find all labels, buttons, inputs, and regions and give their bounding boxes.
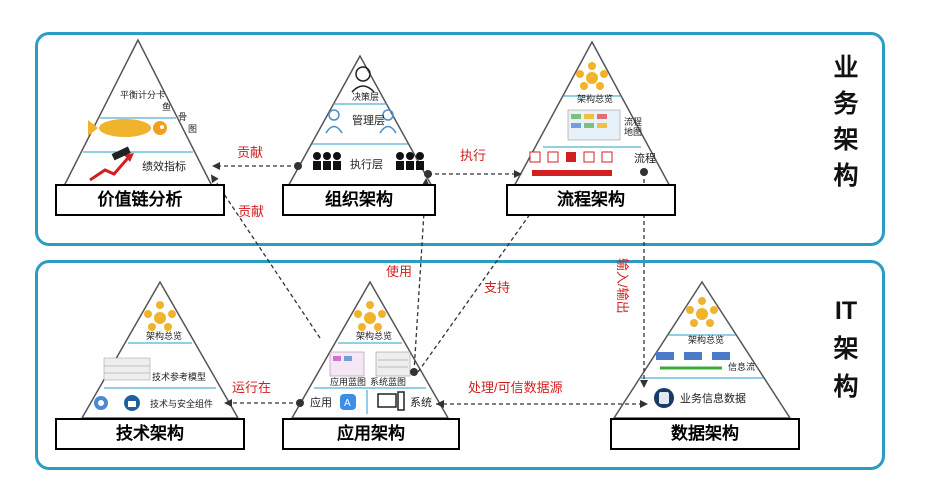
org-text-decision: 决策层: [352, 91, 379, 102]
app-text-sys-blueprint: 系统蓝图: [370, 376, 406, 387]
management-people-icon: [325, 109, 397, 134]
overview-tree-icon: [576, 62, 608, 90]
it-architecture-panel: [35, 260, 885, 470]
technology-label: 技术架构: [55, 418, 245, 450]
app-overview-tree-icon: [354, 301, 386, 331]
data-text-business-data: 业务信息数据: [680, 391, 746, 405]
value-text-bone: 骨: [178, 112, 187, 122]
business-title-text: 业务架构: [833, 54, 859, 190]
app-text-app: 应用: [310, 395, 332, 409]
value-text-kpi: 绩效指标: [142, 159, 186, 173]
label-use: 使用: [386, 264, 412, 279]
svg-text:A: A: [344, 398, 351, 409]
it-architecture-title: IT架构: [822, 292, 870, 406]
system-blueprint-icon: [375, 351, 411, 377]
pyramid-technology: 架构总览 技术参考模型 技术与安全组件: [80, 280, 240, 419]
process-label: 流程架构: [506, 184, 676, 216]
pyramid-process: 架构总览 流程 地图 流程: [510, 40, 674, 191]
connector-execute: [424, 170, 522, 178]
tech-text-overview: 架构总览: [146, 330, 182, 341]
it-title-text: IT架构: [833, 297, 859, 401]
organization-label-text: 组织架构: [325, 190, 393, 209]
connector-support: [417, 198, 542, 373]
org-text-execution: 执行层: [350, 157, 383, 171]
label-support: 支持: [484, 280, 510, 295]
pyramid-data: 架构总览 信息流 业务信息数据: [612, 280, 792, 419]
process-map-icon: [567, 109, 621, 141]
org-text-management: 管理层: [352, 113, 385, 127]
technology-label-text: 技术架构: [116, 424, 184, 443]
gear-icon: [94, 396, 108, 410]
data-label-text: 数据架构: [671, 424, 739, 443]
tech-text-reference: 技术参考模型: [152, 371, 206, 382]
business-architecture-title: 业务架构: [826, 50, 866, 194]
label-contribute-top: 贡献: [237, 145, 263, 160]
execution-people-icon: [313, 152, 424, 170]
app-text-app-blueprint: 应用蓝图: [330, 376, 366, 387]
business-architecture-panel: [35, 32, 885, 246]
data-text-overview: 架构总览: [688, 334, 724, 345]
connector-runs-on: [224, 399, 304, 407]
label-processing: 处理/可信数据源: [468, 380, 563, 395]
kpi-chart-icon: [89, 146, 134, 182]
process-text-process: 流程: [634, 151, 656, 165]
label-input-output: 输入/输出: [615, 258, 630, 314]
tech-overview-tree-icon: [144, 301, 176, 331]
app-text-overview: 架构总览: [356, 330, 392, 341]
pyramid-application: A 架构总览 应用蓝图 系统蓝图 应用 系统: [290, 280, 450, 419]
application-label-text: 应用架构: [337, 424, 405, 443]
tech-reference-model-icon: [103, 357, 151, 381]
lock-icon: [124, 395, 140, 411]
data-overview-tree-icon: [686, 297, 718, 327]
connector-use: [410, 178, 430, 376]
info-flow-icon: [656, 352, 730, 370]
label-runs-on: 运行在: [232, 380, 271, 395]
process-flow-icon: [529, 151, 613, 176]
pyramid-value-chain: 平衡计分卡 鱼 骨 图 绩效指标: [60, 38, 216, 191]
tech-text-components: 技术与安全组件: [150, 398, 213, 409]
fishbone-icon: [88, 119, 167, 137]
connector-processing: [436, 400, 648, 408]
decision-person-icon: [351, 66, 375, 93]
application-label: 应用架构: [282, 418, 460, 450]
process-text-overview: 架构总览: [577, 93, 613, 104]
pyramid-organization: 决策层 管理层 执行层: [284, 54, 436, 191]
connector-contribute-top: [212, 162, 302, 170]
data-text-info-flow: 信息流: [728, 361, 755, 372]
database-icon: [654, 388, 674, 408]
value-text-chart: 图: [188, 124, 197, 134]
computer-icon: [377, 391, 405, 411]
label-execute: 执行: [460, 148, 486, 163]
value-text-bsc: 平衡计分卡: [120, 89, 165, 100]
organization-label: 组织架构: [282, 184, 436, 216]
process-label-text: 流程架构: [557, 190, 625, 209]
process-text-map: 地图: [624, 126, 642, 137]
app-store-icon: A: [340, 394, 356, 410]
app-blueprint-icon: [329, 351, 365, 377]
value-chain-label: 价值链分析: [55, 184, 225, 216]
value-text-fish: 鱼: [162, 101, 171, 112]
label-contribute-left: 贡献: [238, 204, 264, 219]
data-label: 数据架构: [610, 418, 800, 450]
value-chain-label-text: 价值链分析: [97, 190, 183, 209]
app-text-system: 系统: [410, 396, 432, 409]
process-text-flow: 流程: [624, 116, 642, 127]
connector-contribute-left: [210, 174, 321, 339]
